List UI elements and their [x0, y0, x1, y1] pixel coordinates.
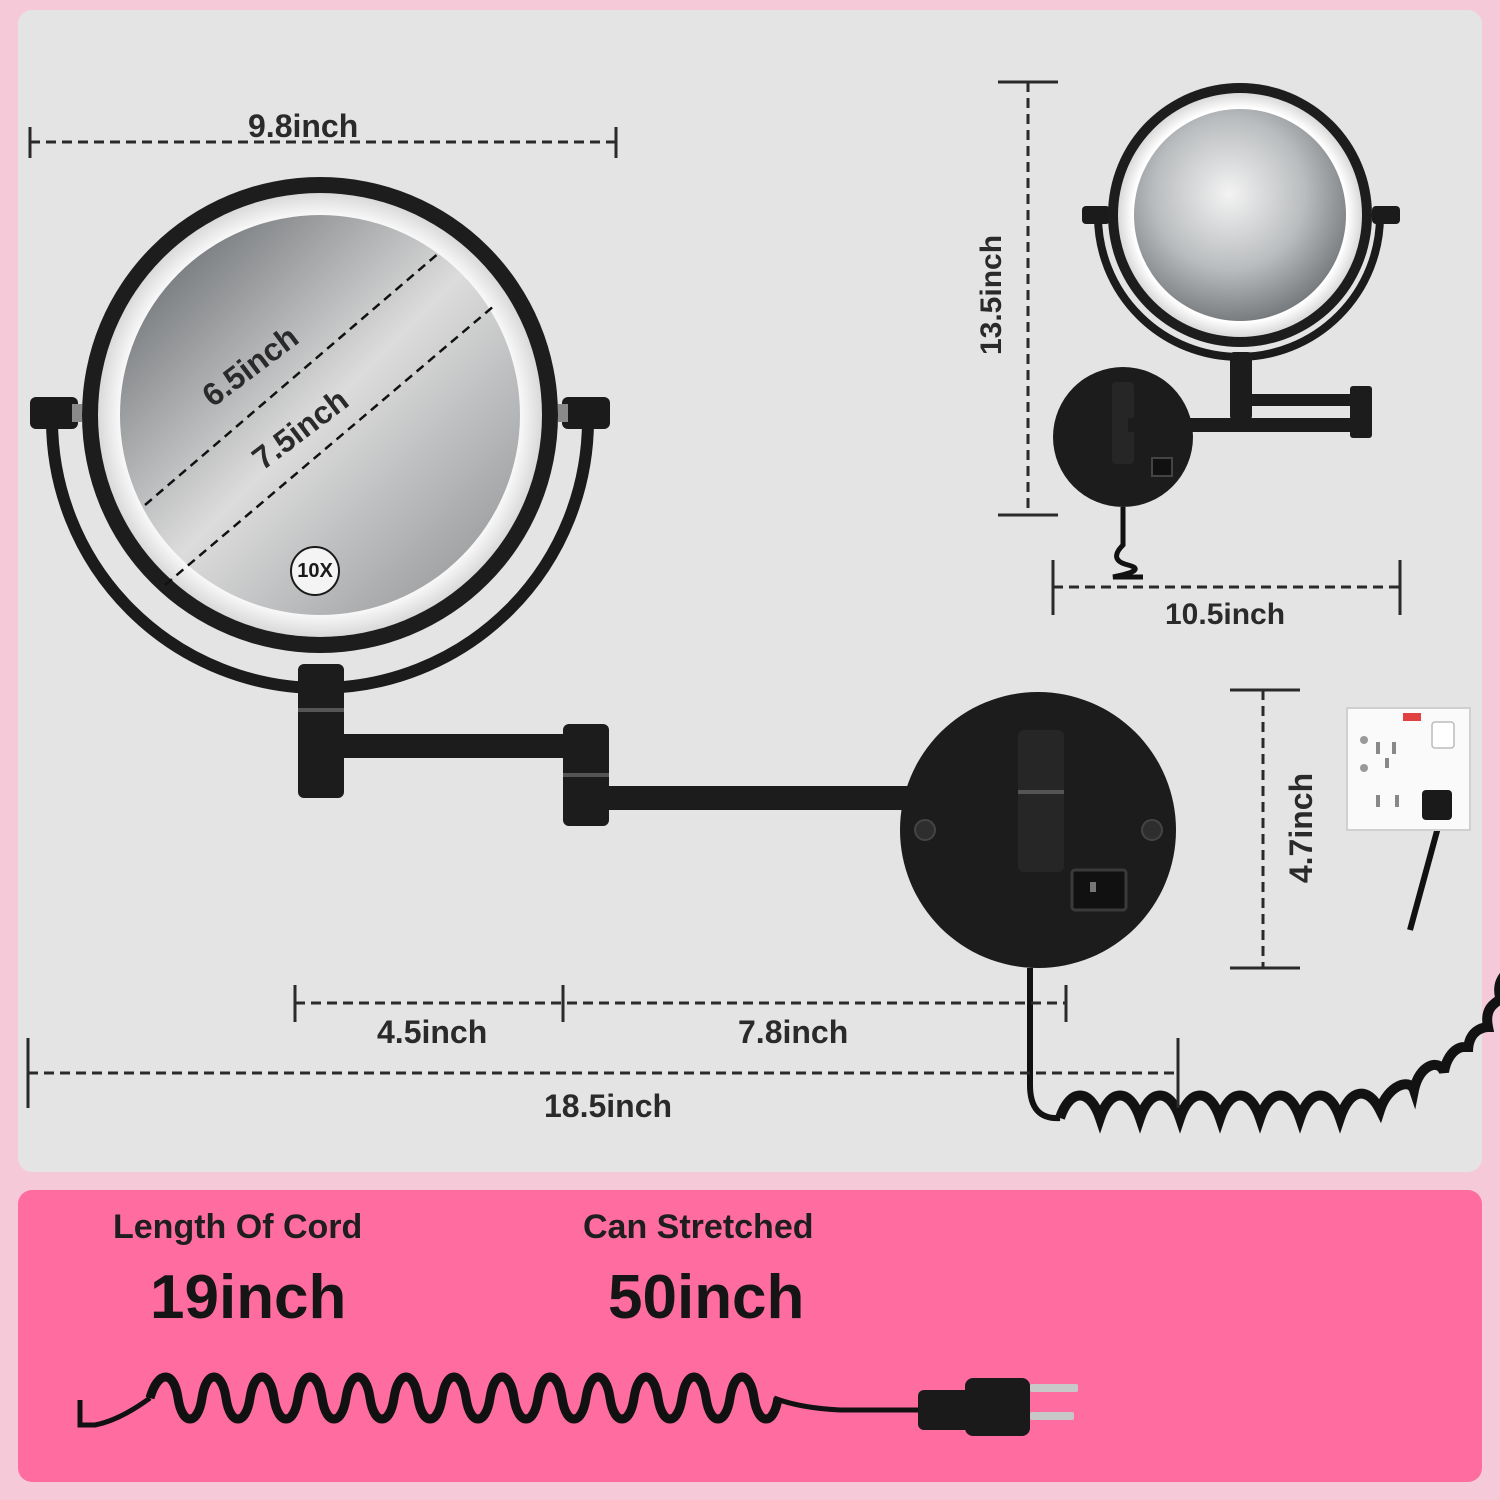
base-joint	[1018, 730, 1064, 872]
base-height-label: 4.7inch	[1283, 772, 1320, 884]
arm-segment-2-label: 7.8inch	[738, 1014, 849, 1050]
cord-length-title: Length Of Cord	[113, 1208, 363, 1246]
arm-segment-1-label: 4.5inch	[377, 1014, 488, 1050]
cord-stretch-value: 50inch	[608, 1263, 805, 1332]
power-switch-icon	[1070, 868, 1128, 912]
wall-base	[900, 692, 1176, 968]
arm-segment-1	[330, 734, 580, 758]
dimension-lines	[26, 80, 1402, 1108]
screw-left	[914, 819, 936, 841]
cord-info-panel	[18, 1190, 1482, 1482]
right-pivot-knob	[562, 397, 610, 429]
cord-stretch-title: Can Stretched	[583, 1208, 814, 1246]
outer-diameter-line	[164, 304, 496, 586]
total-extension-label: 18.5inch	[544, 1088, 673, 1124]
plug-icon	[1422, 790, 1452, 820]
main-mirror	[30, 177, 610, 694]
magnification-badge: 10X	[290, 546, 340, 596]
left-pivot-knob	[30, 397, 78, 429]
mirror-glass	[120, 215, 520, 615]
screw-right	[1141, 819, 1163, 841]
stretched-cord	[77, 1372, 1078, 1436]
inner-diameter-line	[144, 251, 441, 506]
folded-width-label: 10.5inch	[1165, 598, 1286, 631]
wall-outlet	[1346, 707, 1471, 831]
coiled-cord	[1027, 819, 1500, 1134]
mirror-width-label: 9.8inch	[248, 108, 359, 144]
total-height-label: 13.5inch	[975, 234, 1009, 356]
cord-plug-icon	[965, 1378, 1030, 1436]
cord-length-value: 19inch	[150, 1263, 347, 1332]
arm-joint-1	[298, 664, 344, 798]
folded-mirror	[1053, 83, 1400, 580]
